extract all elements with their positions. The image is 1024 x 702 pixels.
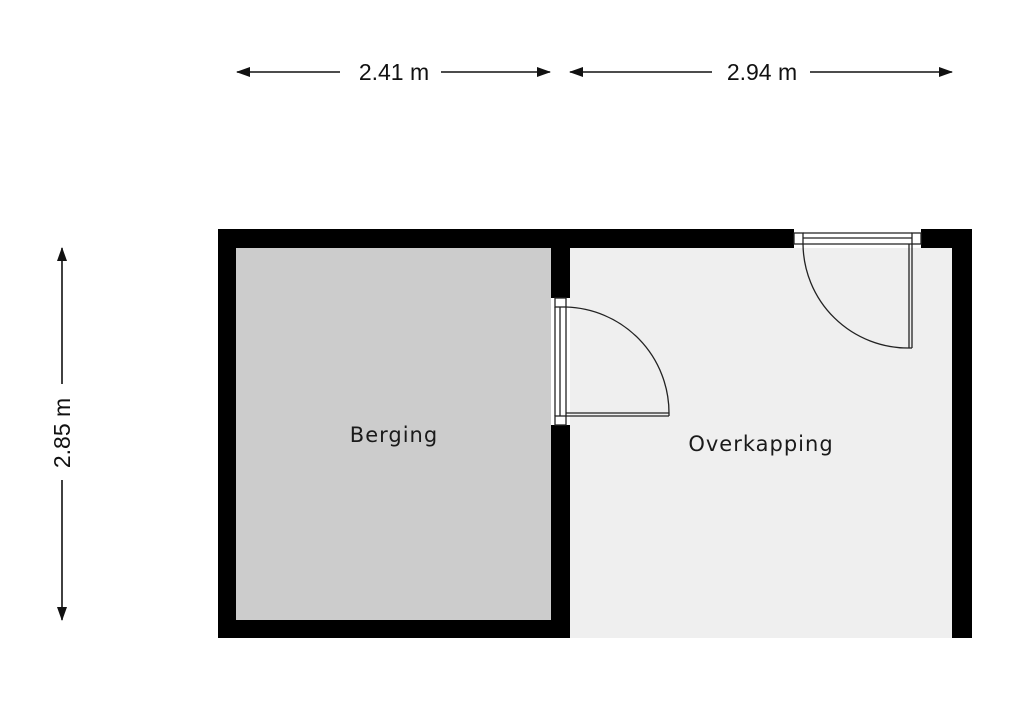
walls	[218, 229, 972, 638]
dimension-width-right-label: 2.94 m	[727, 59, 797, 85]
wall-middle-lower	[551, 425, 570, 638]
room-label-canopy: Overkapping	[688, 432, 833, 456]
ext-door-jamb-right	[911, 232, 922, 245]
ext-door-swing-arc	[802, 243, 910, 349]
wall-right	[952, 229, 972, 638]
wall-middle-upper	[551, 229, 570, 298]
interior-door	[554, 297, 670, 426]
wall-bottom	[218, 620, 570, 638]
exterior-door	[793, 232, 922, 349]
door-swing-arc	[565, 306, 670, 414]
dimension-height-label: 2.85 m	[49, 398, 75, 468]
door-jamb-top	[554, 297, 567, 308]
dimension-width-left-label: 2.41 m	[359, 59, 429, 85]
storage-floor	[236, 248, 551, 620]
wall-left	[218, 229, 236, 638]
wall-top	[218, 229, 794, 248]
door-jamb-bottom	[554, 415, 567, 426]
ext-door-jamb-left	[793, 232, 804, 245]
canopy-floor	[570, 248, 952, 638]
room-label-storage: Berging	[350, 423, 438, 447]
